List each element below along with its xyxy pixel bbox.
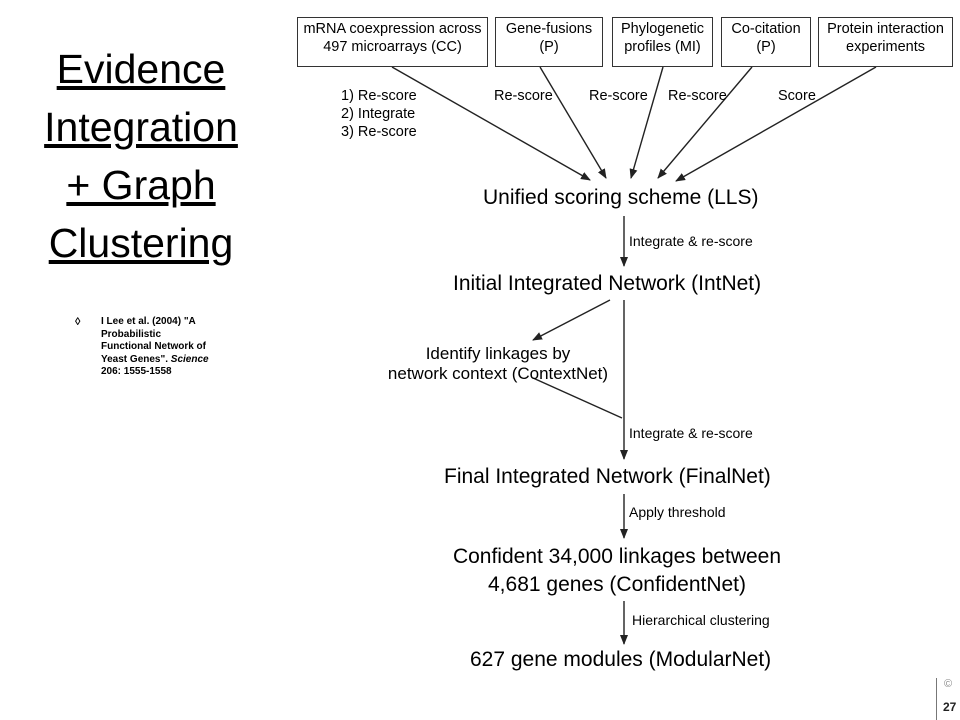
source-box-phylogenetic: Phylogenetic profiles (MI) (612, 17, 713, 67)
cocitation-edge-label: Re-score (668, 88, 727, 104)
source-line: 497 microarrays (CC) (323, 39, 462, 55)
edge-label-integrate-1: Integrate & re-score (629, 233, 753, 249)
cc-step: 1) Re-score (341, 88, 417, 104)
title-line: + Graph (66, 162, 216, 208)
source-line: Gene-fusions (505, 21, 593, 37)
diamond-bullet-icon: ◊ (75, 316, 81, 328)
slide-title: Evidence Integration + Graph Clustering (10, 40, 272, 272)
edge-label-integrate-2: Integrate & re-score (629, 425, 753, 441)
reference-line-journal: Yeast Genes". Science (101, 354, 235, 367)
confidentnet-line: Confident 34,000 linkages between (452, 545, 782, 568)
source-line: experiments (846, 39, 925, 55)
fusion-edge-label: Re-score (494, 88, 553, 104)
cc-steps-label: 1) Re-score 2) Integrate 3) Re-score (341, 87, 417, 141)
node-confidentnet: Confident 34,000 linkages between 4,681 … (428, 543, 806, 599)
node-lls: Unified scoring scheme (LLS) (483, 186, 759, 209)
arrow-contextnet-to-finalnet (532, 377, 623, 419)
source-line: (P) (539, 39, 559, 55)
cc-step: 2) Integrate (341, 106, 416, 122)
contextnet-line: network context (ContextNet) (387, 364, 609, 383)
copyright-logo-icon: © (944, 678, 953, 690)
reference-line: I Lee et al. (2004) "A (101, 316, 196, 327)
title-line: Integration (44, 104, 238, 150)
cc-step: 3) Re-score (341, 124, 417, 140)
arrow-fusion-to-lls (539, 66, 607, 179)
phylo-edge-label: Re-score (589, 88, 648, 104)
edge-label-clustering: Hierarchical clustering (632, 612, 770, 628)
reference-line: Functional Network of (101, 341, 206, 352)
arrow-cc-to-lls (391, 66, 591, 181)
node-finalnet: Final Integrated Network (FinalNet) (444, 465, 771, 488)
page-number-box: © 27 (936, 678, 960, 720)
contextnet-line: Identify linkages by (425, 344, 571, 363)
reference-line: Yeast Genes". (101, 353, 171, 365)
source-box-protein-interaction: Protein interaction experiments (818, 17, 953, 67)
arrow-cocit-to-lls (657, 66, 753, 179)
node-modularnet: 627 gene modules (ModularNet) (470, 648, 772, 671)
source-line: Co-citation (731, 21, 801, 37)
page-number: 27 (943, 700, 957, 714)
edge-label-threshold: Apply threshold (629, 504, 726, 520)
reference-note: ◊ I Lee et al. (2004) "A Probabilistic F… (75, 316, 235, 379)
reference-line: Probabilistic (101, 328, 162, 340)
title-line: Clustering (48, 220, 234, 266)
source-line: Phylogenetic (620, 21, 705, 37)
source-line: mRNA coexpression across (303, 21, 482, 37)
source-line: (P) (756, 39, 776, 55)
title-line: Evidence (56, 46, 226, 92)
source-line: Protein interaction (827, 21, 944, 37)
source-box-gene-fusions: Gene-fusions (P) (495, 17, 603, 67)
source-box-coexpression: mRNA coexpression across 497 microarrays… (297, 17, 488, 67)
arrow-protein-to-lls (675, 66, 877, 182)
source-line: profiles (MI) (624, 39, 701, 55)
arrow-intnet-to-contextnet (532, 299, 611, 341)
journal-name: Science (170, 353, 209, 365)
protein-edge-label: Score (778, 88, 816, 104)
arrow-phylo-to-lls (629, 66, 664, 179)
reference-line: 206: 1555-1558 (101, 366, 172, 377)
node-intnet: Initial Integrated Network (IntNet) (453, 272, 762, 295)
node-contextnet: Identify linkages by network context (Co… (370, 344, 626, 384)
confidentnet-line: 4,681 genes (ConfidentNet) (488, 573, 746, 596)
source-box-cocitation: Co-citation (P) (721, 17, 811, 67)
